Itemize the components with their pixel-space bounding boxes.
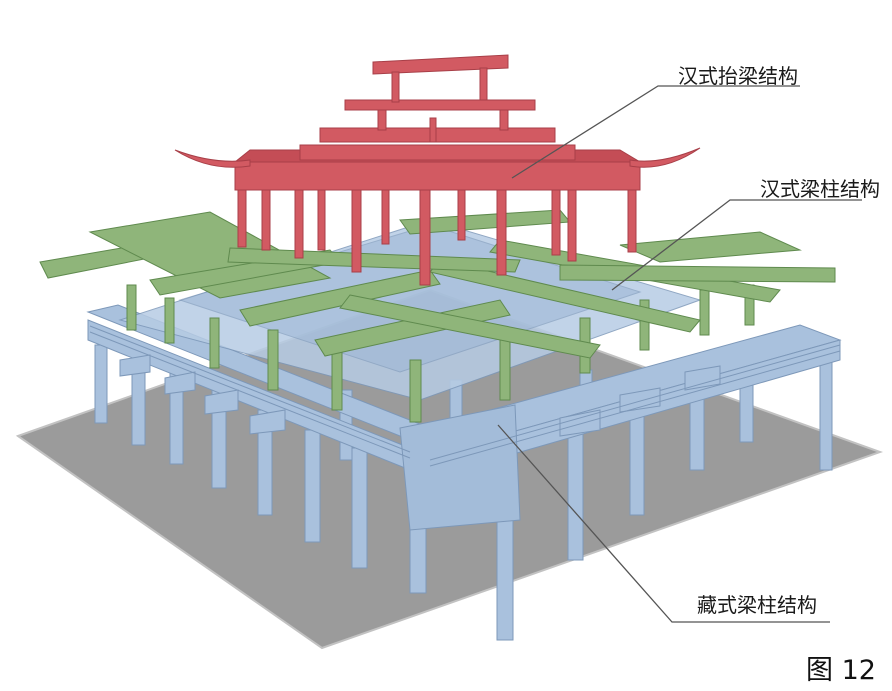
han-liangzhu-structure: [39, 209, 836, 423]
label-han-tailiang: 汉式抬梁结构: [678, 64, 798, 88]
label-han-liangzhu: 汉式梁柱结构: [760, 177, 880, 201]
leader-line-han-liangzhu: [611, 199, 862, 291]
figure-number: 图 12: [806, 655, 876, 686]
leader-lines: [497, 85, 862, 623]
tibetan-beam-lines: [89, 325, 841, 467]
label-zang-liangzhu: 藏式梁柱结构: [697, 593, 817, 617]
han-tailiang-structure: [174, 54, 701, 286]
leader-line-zang-liangzhu: [497, 424, 830, 623]
leader-line-han-tailiang: [511, 85, 800, 179]
